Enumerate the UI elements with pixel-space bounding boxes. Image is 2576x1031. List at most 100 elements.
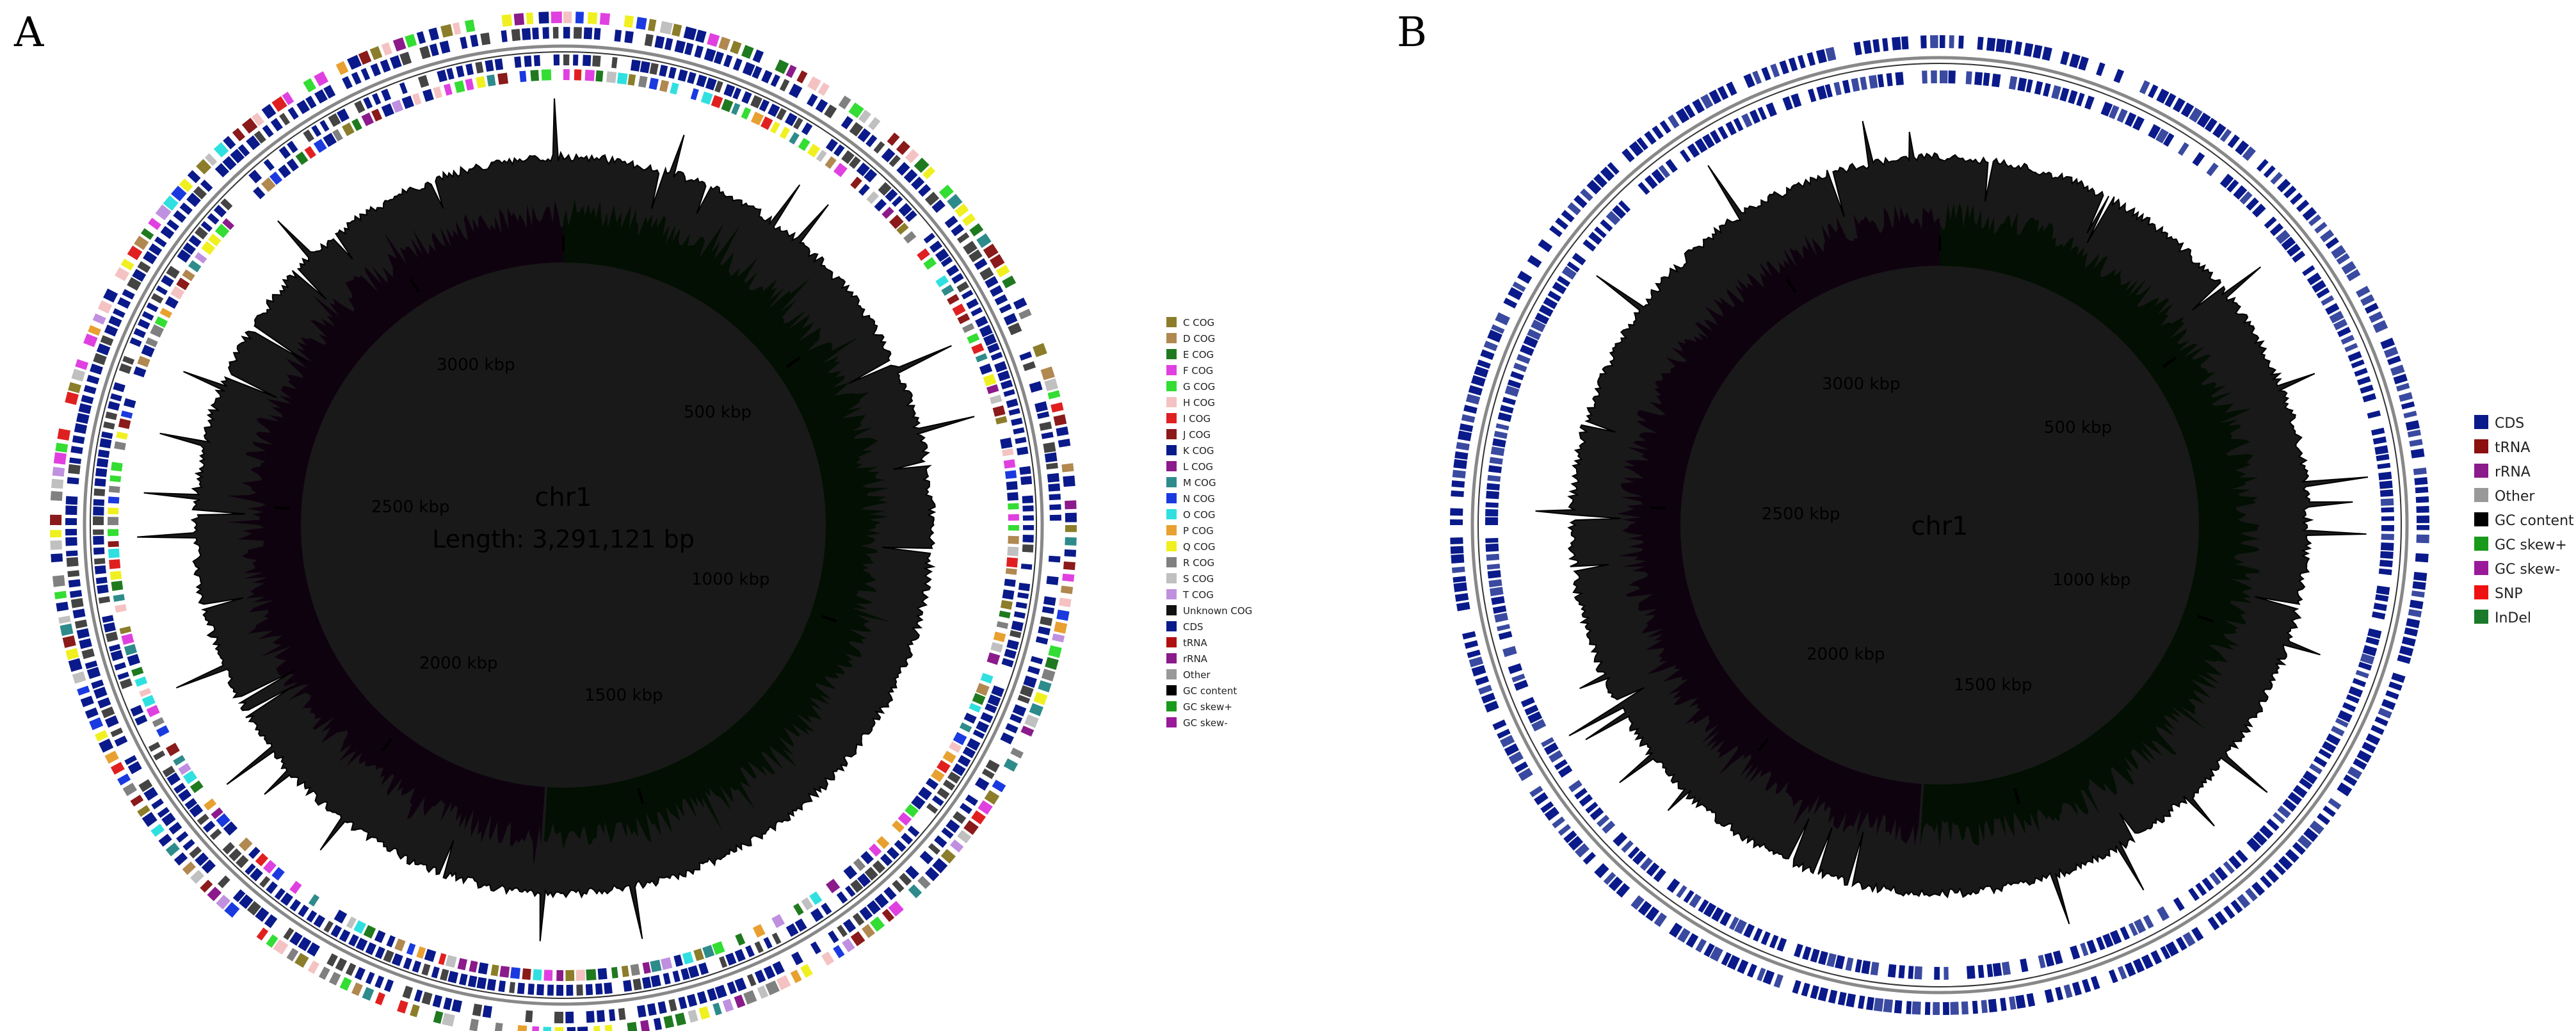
- feature-block: [719, 956, 728, 968]
- feature-block: [414, 989, 423, 1002]
- feature-block: [262, 124, 274, 138]
- feature-block: [1639, 857, 1653, 871]
- feature-block: [849, 122, 864, 137]
- feature-block: [2072, 981, 2082, 996]
- feature-block: [83, 333, 98, 347]
- feature-block: [204, 153, 218, 166]
- legend-label: GC skew-: [2495, 562, 2560, 578]
- feature-block: [58, 615, 71, 624]
- feature-block: [1558, 765, 1573, 778]
- feature-block: [2156, 88, 2169, 104]
- feature-block: [2348, 686, 2363, 698]
- feature-block: [1041, 432, 1054, 439]
- feature-block: [116, 431, 128, 440]
- feature-block: [647, 1003, 657, 1016]
- feature-block: [556, 970, 563, 981]
- feature-block: [1450, 537, 1463, 544]
- feature-block: [690, 88, 699, 101]
- feature-block: [999, 304, 1012, 314]
- feature-block: [246, 901, 261, 916]
- feature-block: [173, 210, 187, 223]
- feature-block: [1602, 820, 1616, 834]
- feature-block: [1043, 442, 1056, 453]
- feature-block: [101, 706, 115, 718]
- feature-block: [381, 88, 392, 102]
- feature-block: [972, 729, 985, 739]
- feature-block: [524, 55, 532, 67]
- feature-block: [771, 914, 785, 929]
- feature-block: [2202, 877, 2214, 891]
- feature-block: [1645, 906, 1660, 921]
- feature-block: [999, 610, 1011, 619]
- feature-block: [1049, 504, 1061, 510]
- feature-block: [623, 980, 632, 992]
- legend-label: N COG: [1183, 493, 1215, 505]
- feature-block: [1622, 148, 1635, 163]
- feature-block: [1544, 806, 1559, 821]
- feature-block: [858, 110, 871, 124]
- feature-block: [2025, 79, 2033, 93]
- feature-block: [816, 150, 827, 162]
- feature-block: [990, 254, 1005, 269]
- feature-block: [195, 852, 209, 866]
- feature-block: [1702, 133, 1715, 149]
- feature-block: [653, 1018, 663, 1030]
- feature-block: [1504, 743, 1519, 756]
- feature-block: [80, 695, 94, 708]
- gc-content-trace: [1535, 120, 2369, 925]
- feature-block: [963, 820, 979, 835]
- feature-block: [1988, 998, 1997, 1012]
- tick-2500-kbp: 2500 kbp: [1762, 505, 1840, 524]
- feature-block: [2223, 905, 2235, 919]
- feature-block: [374, 992, 385, 1005]
- feature-block: [2082, 978, 2091, 993]
- feature-block: [638, 76, 648, 88]
- feature-block: [586, 969, 597, 981]
- feature-block: [178, 763, 191, 775]
- feature-block: [1726, 81, 1737, 96]
- legend-swatch: [1166, 717, 1177, 727]
- feature-block: [597, 1010, 606, 1023]
- feature-block: [979, 325, 993, 337]
- feature-block: [1000, 732, 1014, 745]
- feature-block: [416, 946, 426, 959]
- feature-block: [986, 384, 999, 394]
- feature-block: [2409, 599, 2424, 610]
- feature-block: [864, 168, 878, 183]
- feature-block: [369, 46, 383, 60]
- feature-block: [456, 65, 465, 77]
- feature-block: [2353, 758, 2367, 770]
- feature-block: [2286, 243, 2301, 257]
- feature-block: [1508, 751, 1524, 765]
- feature-block: [1029, 381, 1043, 393]
- feature-block: [161, 812, 176, 827]
- feature-block: [1452, 469, 1466, 478]
- tick-mark: [2198, 615, 2214, 622]
- feature-block: [800, 964, 813, 978]
- feature-block: [1912, 1001, 1921, 1015]
- feature-block: [696, 74, 707, 88]
- feature-block: [2060, 51, 2070, 65]
- feature-block: [110, 649, 124, 662]
- feature-block: [1958, 35, 1964, 49]
- feature-block: [65, 537, 77, 546]
- feature-block: [113, 594, 125, 602]
- panel-b-gc-content-ring: [1535, 120, 2369, 925]
- feature-block: [65, 518, 77, 525]
- feature-block: [680, 968, 690, 980]
- feature-block: [648, 19, 657, 31]
- feature-block: [118, 363, 132, 374]
- feature-block: [2273, 862, 2286, 875]
- feature-block: [1677, 928, 1691, 943]
- feature-block: [173, 755, 186, 766]
- feature-block: [644, 33, 654, 47]
- feature-block: [1038, 626, 1051, 636]
- feature-block: [1030, 656, 1043, 665]
- feature-block: [841, 150, 855, 165]
- feature-block: [741, 91, 752, 104]
- feature-block: [1003, 389, 1015, 397]
- feature-block: [2321, 741, 2337, 754]
- feature-block: [1549, 225, 1563, 238]
- feature-block: [2017, 77, 2027, 92]
- legend-swatch: [1166, 541, 1177, 551]
